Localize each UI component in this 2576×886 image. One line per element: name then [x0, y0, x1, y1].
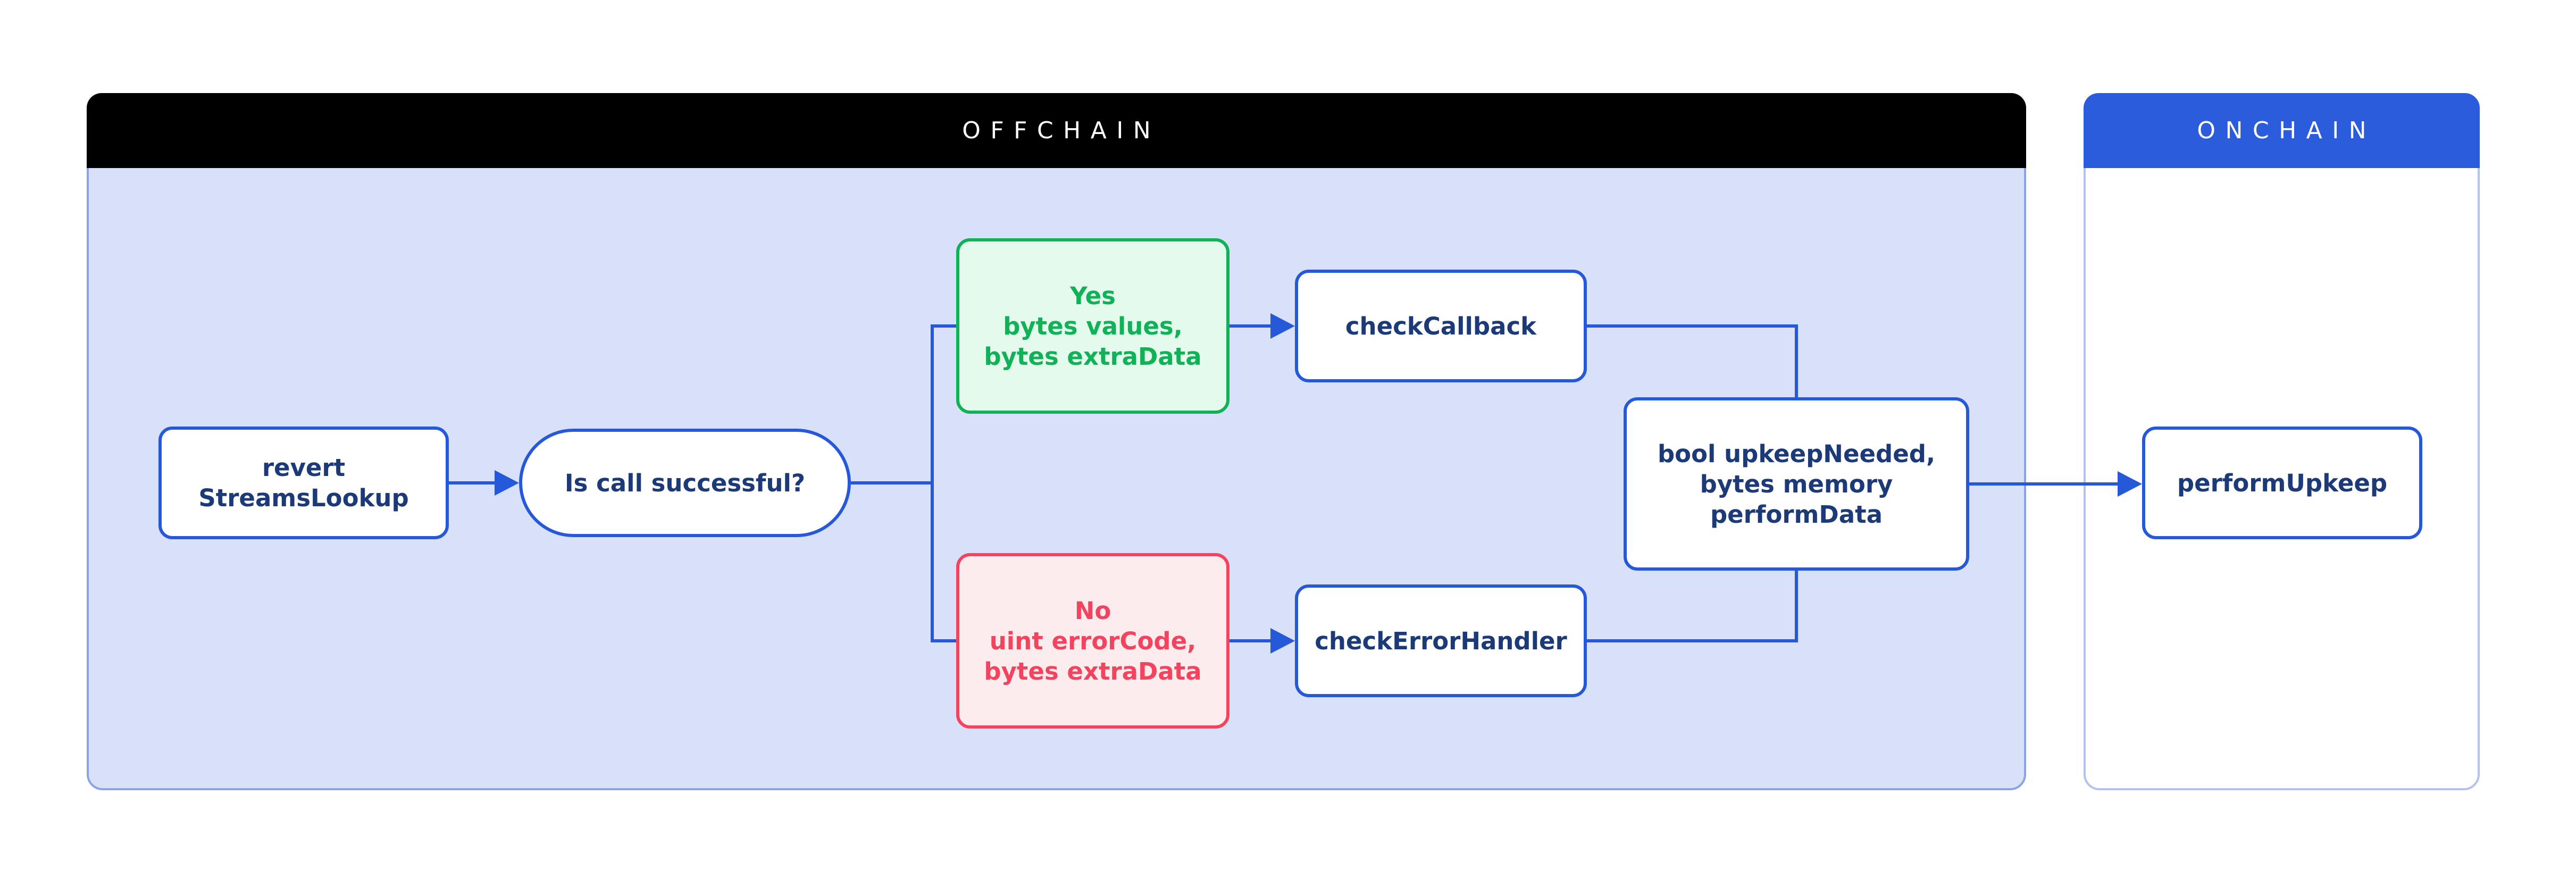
node-upkeep-result: bool upkeepNeeded, bytes memory performD… [1624, 397, 1969, 571]
node-no-branch: No uint errorCode, bytes extraData [956, 553, 1230, 729]
node-check-callback: checkCallback [1295, 270, 1587, 382]
node-yes-line3: bytes extraData [984, 342, 1202, 371]
node-check-error-handler: checkErrorHandler [1295, 584, 1587, 697]
connector-checkerrorhandler-to-result [1587, 568, 1798, 642]
node-perform-upkeep: performUpkeep [2142, 427, 2422, 539]
offchain-header: OFFCHAIN [87, 93, 2026, 168]
node-no-line3: bytes extraData [984, 657, 1202, 686]
connector-checkcallback-to-result [1587, 324, 1798, 400]
node-yes-line1: Yes [1070, 281, 1116, 310]
arrowhead-into-checkerrorhandler-icon [1270, 628, 1295, 654]
node-result-line1: bool upkeepNeeded, [1657, 439, 1936, 468]
arrowhead-into-performupkeep-icon [2118, 471, 2142, 497]
node-perform-label: performUpkeep [2177, 469, 2388, 497]
node-is-call-successful: Is call successful? [519, 429, 851, 537]
arrowhead-into-question-icon [495, 470, 519, 496]
node-result-line3: performData [1710, 500, 1883, 529]
node-revert-streamslookup: revert StreamsLookup [158, 427, 449, 539]
offchain-title: OFFCHAIN [962, 117, 1161, 144]
node-yes-line2: bytes values, [1003, 312, 1183, 340]
node-callback-label: checkCallback [1345, 312, 1537, 340]
node-question-label: Is call successful? [564, 469, 806, 497]
node-revert-line1: revert [262, 454, 346, 482]
node-errorhandler-label: checkErrorHandler [1315, 626, 1567, 655]
onchain-title: ONCHAIN [2197, 117, 2377, 144]
node-no-line2: uint errorCode, [989, 626, 1197, 655]
node-result-line2: bytes memory [1700, 470, 1893, 498]
onchain-header: ONCHAIN [2084, 93, 2480, 168]
arrowhead-into-checkcallback-icon [1270, 313, 1295, 339]
node-yes-branch: Yes bytes values, bytes extraData [956, 238, 1230, 414]
node-revert-line2: StreamsLookup [198, 484, 409, 512]
node-no-line1: No [1074, 596, 1111, 625]
